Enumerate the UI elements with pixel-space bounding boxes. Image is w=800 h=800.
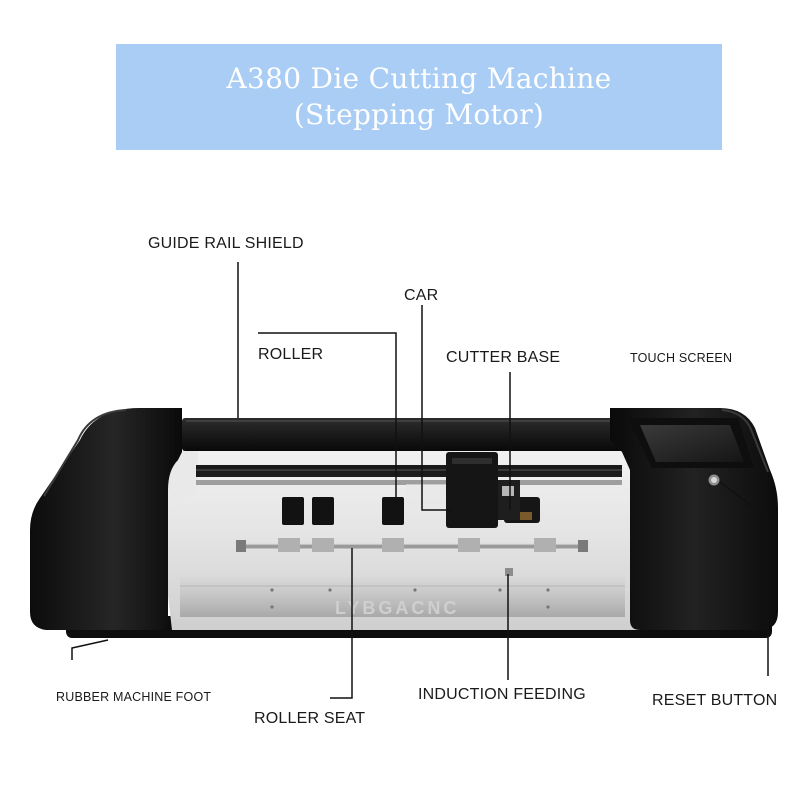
- guide-rail-shield: [182, 418, 630, 451]
- leader-roller-seat: [330, 548, 353, 699]
- label-car: CAR: [404, 287, 439, 304]
- touch-screen: [628, 418, 754, 468]
- leader-roller: [258, 332, 397, 500]
- leader-rubber-foot: [71, 639, 109, 660]
- left-end-cap: [30, 408, 182, 630]
- label-guide-rail-shield: GUIDE RAIL SHIELD: [148, 235, 304, 252]
- label-roller: ROLLER: [258, 346, 324, 363]
- feeding-tray: LYBGACNC: [180, 568, 625, 618]
- label-cutter-base: CUTTER BASE: [446, 349, 561, 366]
- leader-lines: [71, 262, 769, 699]
- title-banner: A380 Die Cutting Machine (Stepping Motor…: [116, 44, 722, 150]
- cutter-carriage: [406, 452, 520, 528]
- leader-reset-button: [719, 481, 769, 676]
- title-line-1: A380 Die Cutting Machine: [226, 62, 612, 95]
- reset-button: [708, 474, 720, 486]
- label-rubber-machine-foot: RUBBER MACHINE FOOT: [56, 690, 212, 704]
- watermark: LYBGACNC: [335, 598, 459, 618]
- label-touch-screen: TOUCH SCREEN: [630, 351, 733, 365]
- title-line-2: (Stepping Motor): [293, 98, 545, 131]
- label-induction-feeding: INDUCTION FEEDING: [418, 686, 586, 703]
- guide-rail-shaft: [196, 465, 622, 485]
- leader-car: [421, 305, 452, 511]
- label-roller-seat: ROLLER SEAT: [254, 710, 366, 727]
- roller-seat-rod: [236, 538, 588, 552]
- label-reset-button: RESET BUTTON: [652, 692, 778, 709]
